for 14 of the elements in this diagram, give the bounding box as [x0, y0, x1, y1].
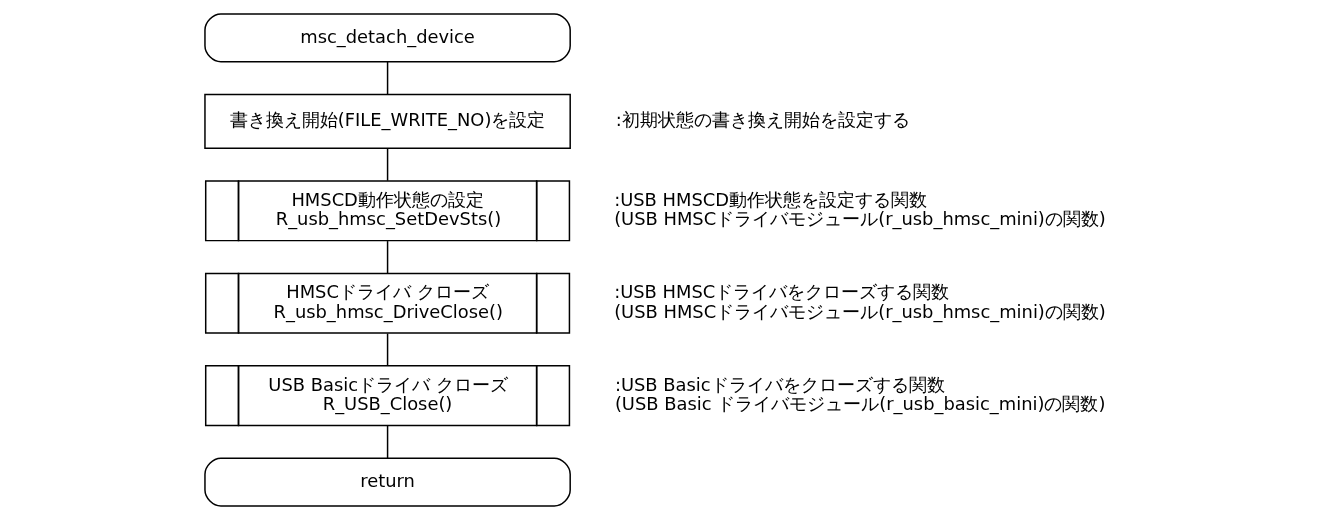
node-label: (USB HMSCドライバモジュール(r_usb_hmsc_mini)の関数): [614, 300, 1106, 322]
connector: [386, 332, 389, 367]
node-box: return: [204, 457, 571, 507]
connector: [386, 147, 389, 182]
node-label: (USB HMSCドライバモジュール(r_usb_hmsc_mini)の関数): [614, 208, 1106, 230]
node-label: :USB Basicドライバをクローズする関数: [614, 373, 945, 395]
connector: [386, 425, 389, 459]
connector: [386, 61, 389, 95]
node-box: 書き換え開始(FILE_WRITE_NO)を設定: [204, 93, 571, 149]
node-label: :初期状態の書き換え開始を設定する: [615, 108, 910, 130]
node-box: msc_detach_device: [204, 13, 571, 63]
connector: [386, 240, 389, 274]
node-label: :USB HMSCドライバをクローズする関数: [614, 281, 950, 303]
node-label: :USB HMSCD動作状態を設定する関数: [614, 188, 928, 210]
